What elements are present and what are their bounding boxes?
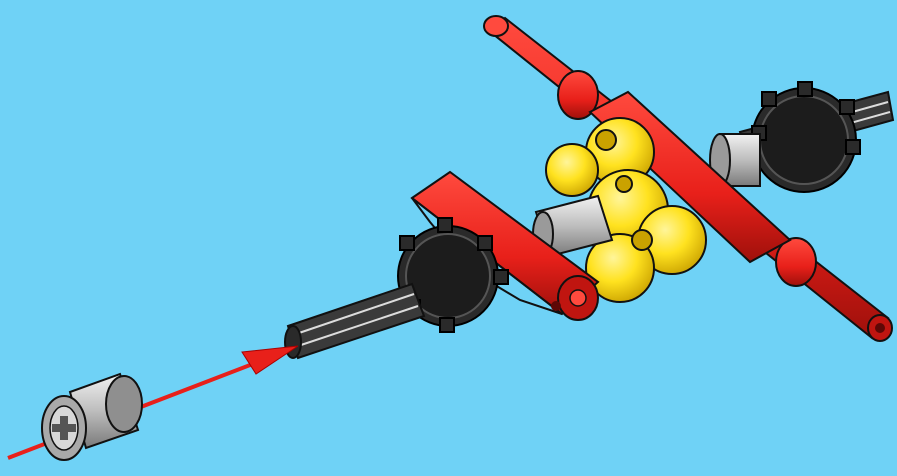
assembly-scene: [0, 0, 897, 476]
instruction-illustration: [0, 0, 897, 476]
